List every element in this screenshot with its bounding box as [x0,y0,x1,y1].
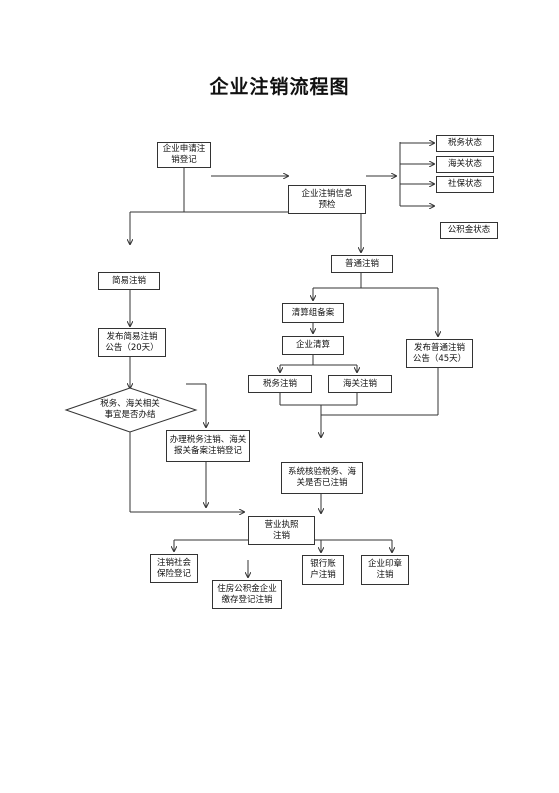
node-apply: 企业申请注 销登记 [157,142,211,168]
node-system-check: 系统核验税务、海 关是否已注销 [281,462,363,494]
node-simple-notice: 发布简易注销 公告（20天） [98,328,166,357]
node-simple: 简易注销 [98,272,160,290]
node-normal: 普通注销 [331,255,393,273]
node-license-cancel: 营业执照 注销 [248,516,315,545]
node-handle-cancel: 办理税务注销、海关 报关备案注销登记 [166,430,250,462]
node-housing-fund-cancel: 住房公积金企业 缴存登记注销 [212,580,282,609]
node-social-status: 社保状态 [436,176,494,193]
node-customs-status: 海关状态 [436,156,494,173]
node-liquidation: 企业清算 [282,336,344,355]
page-title: 企业注销流程图 [209,76,350,98]
node-fund-status: 公积金状态 [440,222,498,239]
node-customs-cancel: 海关注销 [328,375,392,393]
node-social-cancel: 注销社会 保险登记 [150,554,198,583]
decision-diamond [64,387,198,433]
node-decision: 税务、海关相关 事宜是否办结 [100,399,160,420]
node-seal-cancel: 企业印章 注销 [361,555,409,585]
node-liquidation-filing: 清算组备案 [282,303,344,323]
node-bank-cancel: 银行账 户注销 [302,555,344,585]
node-tax-status: 税务状态 [436,135,494,152]
node-normal-notice: 发布普通注销 公告（45天） [406,339,473,368]
node-precheck: 企业注销信息 预检 [288,185,366,214]
node-tax-cancel: 税务注销 [248,375,312,393]
